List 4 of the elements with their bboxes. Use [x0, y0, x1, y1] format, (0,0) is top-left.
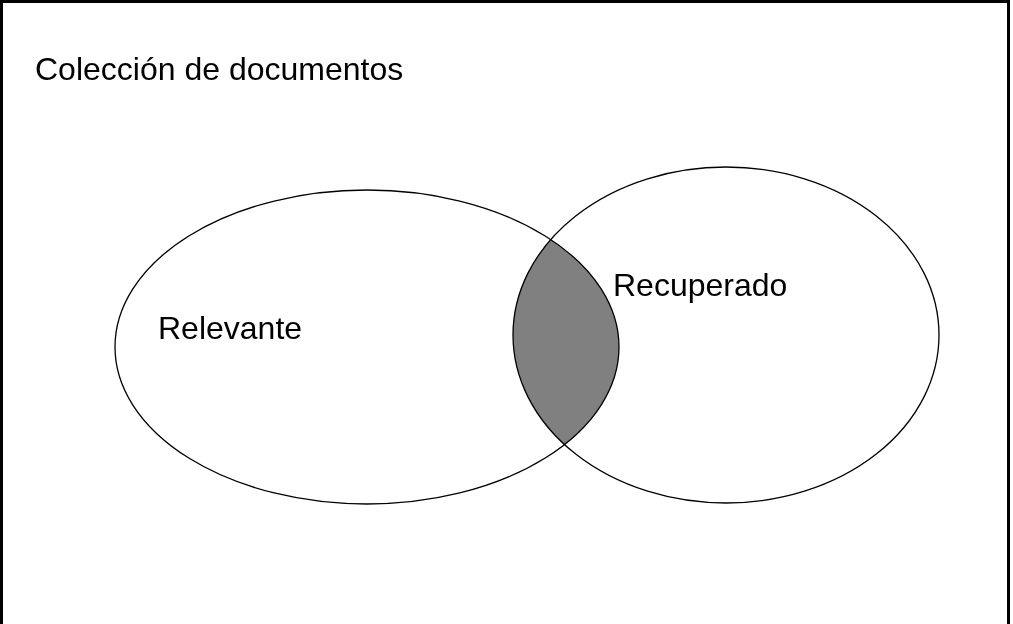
set-label: Recuperado	[613, 267, 788, 304]
venn-ellipse	[513, 167, 939, 503]
set-label: Relevante	[158, 310, 303, 347]
collection-title: Colección de documentos	[35, 51, 404, 88]
